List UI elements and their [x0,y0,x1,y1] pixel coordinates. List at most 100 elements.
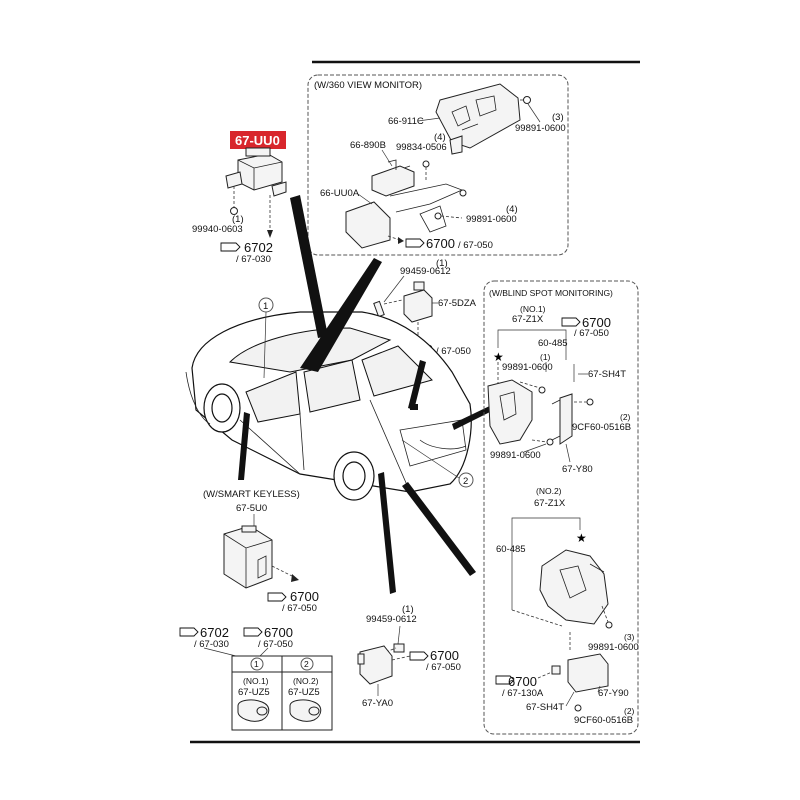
main-nut-count: (1) [232,214,244,225]
bs-no1: (NO.1) [520,304,546,314]
main-ref[interactable]: 6702 [244,240,273,255]
monitor-unit-label: 66-890B [350,140,386,151]
rear-ref-sub: / 67-050 [426,662,461,673]
center-part-label: 67-5DZA [438,298,477,309]
callout-number-2: 2 [463,476,468,487]
bs-bolt-part-a: 99891-0600 [502,362,553,373]
legend-col2-no: (NO.2) [293,676,319,686]
monitor-arrow [290,195,328,338]
bs-radar-b: 67-Y90 [598,688,629,699]
rear-bolt-part: 99459-0612 [366,614,417,625]
center-pointer [408,360,426,410]
keyless-ref-sub: / 67-050 [282,603,317,614]
callout-number-1: 1 [263,301,268,312]
blind-spot-pointer-upper [452,402,498,430]
monitor-bracket-label: 66-911C [388,116,424,127]
blind-spot-box [483,280,639,735]
legend-col1-no: (NO.1) [243,676,269,686]
monitor-bracket-part [435,83,521,155]
bs-connector-b: 67-SH4T [526,702,564,713]
rear-sensor-part [357,645,393,685]
center-sensor-part [403,281,433,323]
monitor-unit-part [371,159,415,197]
blind-spot-title: (W/BLIND SPOT MONITORING) [489,288,613,298]
bs-nut-count-b: (2) [624,706,635,716]
bottom-ref-right[interactable]: 6700 [264,625,293,640]
star-icon: ★ [493,350,504,364]
radar-a-part [551,393,573,445]
reference-hand-icon [495,675,515,685]
reference-hand-icon [561,317,581,327]
rear-pointer [378,472,396,594]
center-ref-sub: / 67-050 [436,346,471,357]
reference-hand-icon [409,651,429,661]
monitor-bolt-part-top: 99891-0600 [515,123,566,134]
radar-b-bracket-part [539,549,609,625]
radar-a-bracket-part [487,379,533,445]
bs-radar-a: 67-Y80 [562,464,593,475]
monitor-sub-unit-part [345,183,464,249]
bs-bolt-count-b: (3) [624,632,635,642]
callout-badge[interactable] [230,131,286,149]
center-bolt-icon [373,300,385,318]
bs-bolt-count-a: (1) [540,352,551,362]
monitor-screw-count: (4) [434,132,446,143]
monitor-pointer [300,258,382,372]
main-nut-part: 99940-0603 [192,224,243,235]
bs-bolt-part-b: 99891-0600 [588,642,639,653]
bottom-ref-right-sub: / 67-050 [258,639,293,650]
bs-nut-part-b: 9CF60-0516B [574,715,633,726]
bs-ref2[interactable]: 6700 [508,674,537,689]
monitor-ref[interactable]: 6700 [426,236,455,251]
rear-bolt-icon [393,643,405,653]
bs-harness: 60-485 [538,338,568,349]
center-count: (1) [436,258,448,269]
bs-connector: 67-SH4T [588,369,626,380]
keyless-module-part [223,525,273,589]
bs-no1-part: 67-Z1X [512,314,544,325]
reference-hand-icon [220,242,241,252]
keyless-title: (W/SMART KEYLESS) [203,489,300,500]
nut-icon [230,207,238,215]
legend-col1-number: 1 [254,659,259,669]
rear-part-label: 67-YA0 [362,698,393,709]
bs-harness-b: 60-485 [496,544,526,555]
monitor-bolt-count-top: (3) [552,112,564,123]
sensor-pad-part [237,699,322,722]
bottom-ref-left-sub: / 67-030 [194,639,229,650]
legend-col2-number: 2 [304,659,309,669]
monitor-box-title: (W/360 VIEW MONITOR) [314,80,422,91]
star-icon: ★ [576,531,587,545]
monitor-screw-part: 99834-0506 [396,142,447,153]
monitor-sub-unit-label: 66-UU0A [320,188,360,199]
main-module-part [225,147,287,197]
monitor-bolt-count-bottom: (4) [506,204,518,215]
bs-ref2-sub: / 67-130A [502,688,544,699]
reference-hand-icon [267,592,287,602]
main-ref-sub: / 67-030 [236,254,271,265]
reference-hand-icon [179,627,199,637]
bs-no2-part: 67-Z1X [534,498,566,509]
monitor-box [307,74,569,256]
monitor-bolt-part-bottom: 99891-0600 [466,214,517,225]
bs-nut-part-a: 9CF60-0516B [572,422,631,433]
bottom-ref-left[interactable]: 6702 [200,625,229,640]
callout-part-number: 67-UU0 [235,133,280,148]
blind-spot-pointer [402,482,476,576]
reference-hand-icon [243,627,263,637]
legend-col2-part: 67-UZ5 [288,687,320,698]
rear-count: (1) [402,604,414,615]
reference-hand-icon [405,238,425,248]
keyless-part-label: 67-5U0 [236,503,267,514]
rear-ref[interactable]: 6700 [430,648,459,663]
bs-nut-count-a: (2) [620,412,631,422]
keyless-ref[interactable]: 6700 [290,589,319,604]
center-bolt-part: 99459-0612 [400,266,451,277]
monitor-ref-sub: / 67-050 [458,240,493,251]
keyless-pointer [238,412,250,480]
bs-no2: (NO.2) [536,486,562,496]
legend-col1-part: 67-UZ5 [238,687,270,698]
bs-ref[interactable]: 6700 [582,315,611,330]
bs-bolt-part-a2: 99891-0600 [490,450,541,461]
